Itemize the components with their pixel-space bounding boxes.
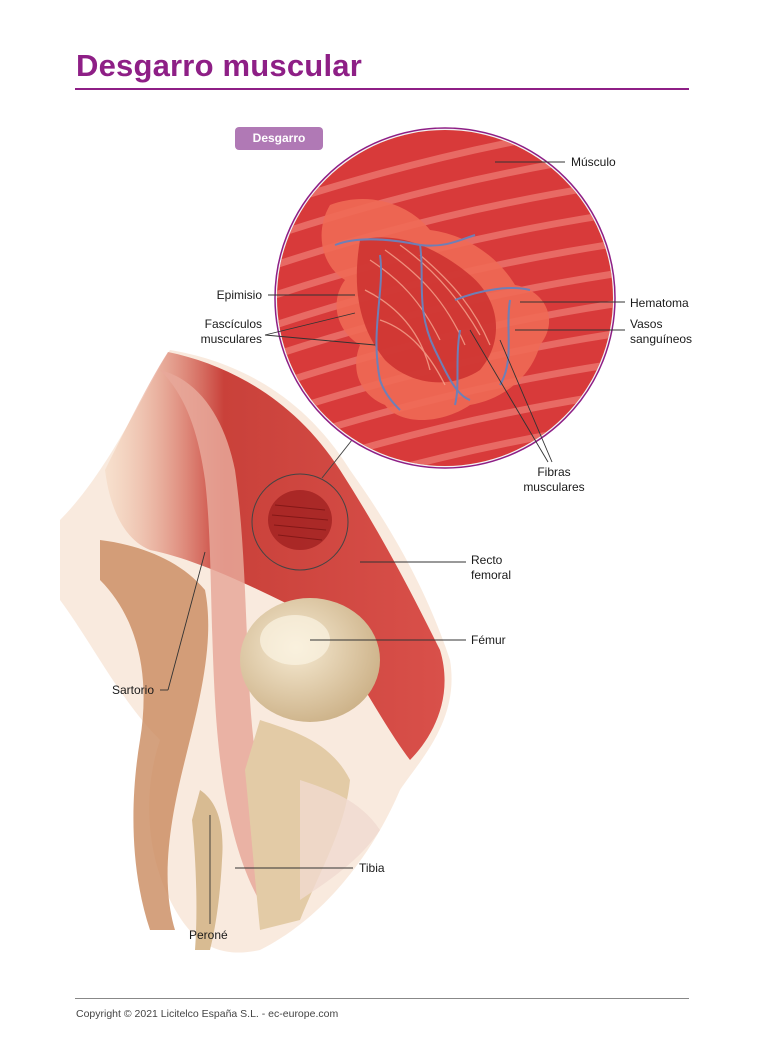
label-perone: Peroné <box>189 928 228 942</box>
sartorius-muscle <box>100 540 209 930</box>
femur-highlight <box>260 615 330 665</box>
label-recto-1: Recto <box>471 553 503 567</box>
patellar-tendon <box>300 780 380 900</box>
label-femur: Fémur <box>471 633 506 647</box>
tear-circle <box>251 473 349 571</box>
page-title: Desgarro muscular <box>76 48 362 83</box>
label-vasos-1: Vasos <box>630 317 662 331</box>
label-vasos-2: sanguíneos <box>630 332 692 346</box>
label-recto-2: femoral <box>471 568 511 582</box>
tear-badge: Desgarro <box>235 127 323 150</box>
label-fibras-1: Fibras <box>537 465 570 479</box>
label-fibras-2: musculares <box>523 480 584 494</box>
rectus-femoris <box>160 370 300 905</box>
copyright: Copyright © 2021 Licitelco España S.L. -… <box>76 1008 339 1020</box>
label-sartorio: Sartorio <box>112 683 154 697</box>
label-fasciculos-1: Fascículos <box>205 317 262 331</box>
label-tibia: Tibia <box>359 861 385 875</box>
torn-fibers <box>364 244 491 386</box>
leader-lines <box>160 161 625 924</box>
tibia-bone <box>245 720 350 930</box>
fibula-bone <box>192 790 223 950</box>
tear-striations <box>271 504 329 541</box>
label-epimisio: Epimisio <box>217 288 263 302</box>
title-divider <box>75 88 689 90</box>
label-musculo: Músculo <box>571 155 616 169</box>
torn-fascicles <box>356 237 497 383</box>
tear-spot <box>268 490 332 550</box>
footer-divider <box>75 998 689 999</box>
zoom-connector <box>321 439 353 479</box>
label-hematoma: Hematoma <box>630 296 689 310</box>
blood-vessels <box>334 234 531 411</box>
leg-illustration <box>60 350 452 953</box>
label-fasciculos-2: musculares <box>201 332 262 346</box>
